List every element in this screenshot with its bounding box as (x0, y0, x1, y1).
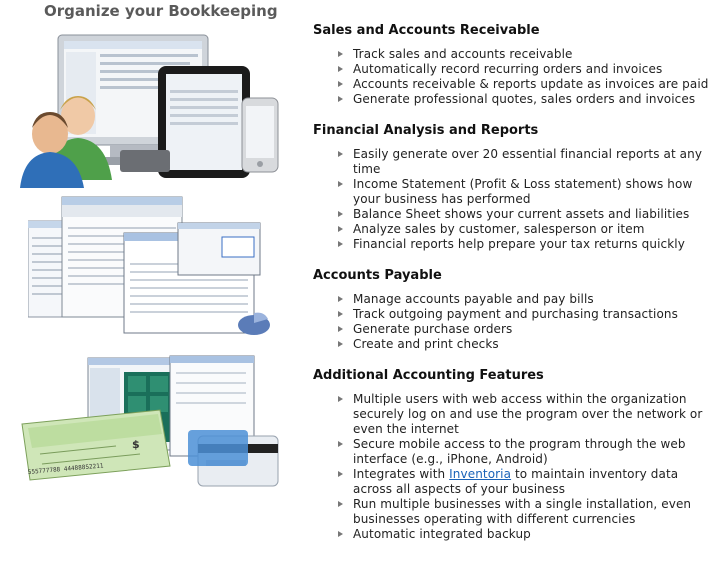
printer-icon (120, 150, 170, 172)
section-sales: Sales and Accounts Receivable Track sale… (313, 22, 713, 107)
list-item: Financial reports help prepare your tax … (313, 237, 713, 252)
list-item: Run multiple businesses with a single in… (313, 497, 713, 527)
list-item-text: Secure mobile access to the program thro… (353, 437, 686, 466)
list-item-text: Generate purchase orders (353, 322, 513, 336)
list-item-text: Accounts receivable & reports update as … (353, 77, 709, 91)
bullet-arrow-icon (338, 501, 343, 507)
list-item: Generate professional quotes, sales orde… (313, 92, 713, 107)
list-item-text: Manage accounts payable and pay bills (353, 292, 594, 306)
features-panel: Sales and Accounts Receivable Track sale… (313, 22, 713, 557)
bullet-arrow-icon (338, 396, 343, 402)
page-title: Organize your Bookkeeping (44, 2, 278, 20)
pie-chart-icon (238, 312, 270, 335)
bullet-arrow-icon (338, 341, 343, 347)
list-item: Analyze sales by customer, salesperson o… (313, 222, 713, 237)
list-item-text: Automatically record recurring orders an… (353, 62, 663, 76)
bullet-arrow-icon (338, 151, 343, 157)
section-title: Financial Analysis and Reports (313, 123, 539, 138)
bullet-arrow-icon (338, 531, 343, 537)
list-item-text: Run multiple businesses with a single in… (353, 497, 692, 526)
section-payable: Accounts Payable Manage accounts payable… (313, 267, 713, 352)
list-item: Secure mobile access to the program thro… (313, 437, 713, 467)
list-item: Manage accounts payable and pay bills (313, 292, 713, 307)
section-title: Additional Accounting Features (313, 368, 544, 383)
list-item-text: Analyze sales by customer, salesperson o… (353, 222, 645, 236)
check-icon: $ 555777788 44488852211 (21, 409, 171, 481)
bullet-arrow-icon (338, 51, 343, 57)
bullet-arrow-icon (338, 326, 343, 332)
users-icon (20, 96, 112, 188)
list-item: Track outgoing payment and purchasing tr… (313, 307, 713, 322)
list-item-text: Income Statement (Profit & Loss statemen… (353, 177, 693, 206)
payables-illustration: $ 555777788 44488852211 (21, 355, 279, 487)
reports-illustration (28, 196, 270, 335)
bullet-arrow-icon (338, 66, 343, 72)
bullet-arrow-icon (338, 441, 343, 447)
list-item: Automatically record recurring orders an… (313, 62, 713, 77)
list-item-text: Integrates with (353, 467, 450, 481)
inventoria-link[interactable]: Inventoria (449, 467, 512, 481)
list-item: Easily generate over 20 essential financ… (313, 147, 713, 177)
bullet-arrow-icon (338, 96, 343, 102)
section-title: Accounts Payable (313, 268, 442, 283)
list-item: Balance Sheet shows your current assets … (313, 207, 713, 222)
list-item-text: Automatic integrated backup (353, 527, 531, 541)
devices-illustration (20, 34, 279, 188)
list-item-text: Generate professional quotes, sales orde… (353, 92, 696, 106)
section-financial: Financial Analysis and Reports Easily ge… (313, 122, 713, 252)
list-item-text: Track outgoing payment and purchasing tr… (353, 307, 678, 321)
list-item: Income Statement (Profit & Loss statemen… (313, 177, 713, 207)
credit-card-icon (188, 430, 279, 487)
bullet-arrow-icon (338, 241, 343, 247)
list-item-text: Easily generate over 20 essential financ… (353, 147, 703, 176)
bullet-arrow-icon (338, 471, 343, 477)
list-item-text: Track sales and accounts receivable (353, 47, 573, 61)
bullet-arrow-icon (338, 181, 343, 187)
list-item: Integrates with Inventoria to maintain i… (313, 467, 713, 497)
list-item: Multiple users with web access within th… (313, 392, 713, 437)
list-item: Track sales and accounts receivable (313, 47, 713, 62)
bullet-arrow-icon (338, 211, 343, 217)
list-item-text: Balance Sheet shows your current assets … (353, 207, 690, 221)
list-item: Generate purchase orders (313, 322, 713, 337)
bullet-arrow-icon (338, 296, 343, 302)
section-title: Sales and Accounts Receivable (313, 23, 540, 38)
list-item: Create and print checks (313, 337, 713, 352)
check-amount-symbol: $ (132, 438, 140, 451)
bullet-arrow-icon (338, 81, 343, 87)
list-item-text: Multiple users with web access within th… (353, 392, 703, 436)
bullet-arrow-icon (338, 311, 343, 317)
section-additional: Additional Accounting Features Multiple … (313, 367, 713, 542)
list-item-text: Financial reports help prepare your tax … (353, 237, 685, 251)
list-item-text: Create and print checks (353, 337, 499, 351)
bullet-arrow-icon (338, 226, 343, 232)
list-item-text: to maintain inventory data across all as… (353, 467, 679, 496)
list-item: Automatic integrated backup (313, 527, 713, 542)
list-item: Accounts receivable & reports update as … (313, 77, 713, 92)
